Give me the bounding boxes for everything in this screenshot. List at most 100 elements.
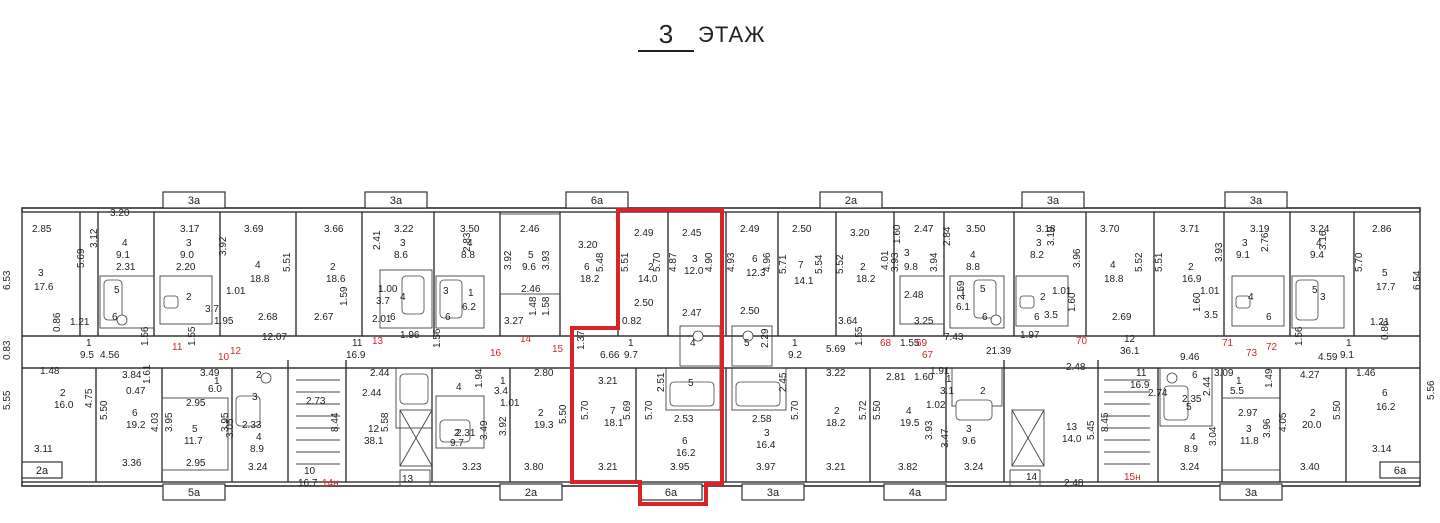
plan-label: 5.70 [790,400,801,420]
plan-label: 11.8 [1240,436,1259,447]
plan-label: 7.43 [944,332,964,343]
plan-label: 73 [1246,348,1258,359]
balcony-outline [565,191,629,209]
plan-label: 1.96 [400,330,420,341]
plan-label: 5 [1186,402,1192,413]
plan-label: 2.44 [362,388,382,399]
plan-label: 1.01 [226,286,246,297]
plan-label: 19.3 [534,420,554,431]
balcony: 2а [499,483,563,501]
plan-label: 3.82 [898,462,918,473]
plan-label: 2.01 [372,314,392,325]
plan-label: 4.75 [84,388,95,408]
plan-label: 4.01 [880,250,891,270]
balcony-label: 4а [909,487,922,499]
plan-label: 6 [445,312,451,323]
plan-label: 2.48 [1066,362,1086,373]
plan-label: 2.80 [534,368,554,379]
plan-label: 6.54 [1412,270,1423,290]
plan-label: 3.24 [1180,462,1200,473]
plan-label: 3 [400,238,406,249]
plan-label: 3.17 [180,224,200,235]
plan-label: 2 [1040,292,1046,303]
plan-label: 6 [1266,312,1272,323]
plan-label: 5.58 [380,412,391,432]
plan-label: 6 [1382,388,1388,399]
plan-label: 3.50 [460,224,480,235]
plan-label: 4 [906,406,912,417]
plan-label: 14 [520,334,532,345]
plan-label: 9.6 [522,262,536,273]
plan-label: 67 [922,350,934,361]
plan-label: 5.69 [826,344,846,355]
plan-label: 4 [456,382,462,393]
plan-label: 2 [860,262,866,273]
balcony-label: 2а [525,487,538,499]
plan-label: 3.1 [940,386,954,397]
plan-label: 14.1 [794,276,814,287]
plan-label: 2.20 [176,262,196,273]
plan-label: 9.6 [962,436,976,447]
plan-label: 3.19 [1046,226,1057,246]
plan-label: 3.20 [578,240,598,251]
plan-label: 3.5 [1044,310,1058,321]
plan-label: 3.93 [924,420,935,440]
plan-label: 5.52 [835,254,846,274]
plan-label: 2.51 [656,372,667,392]
plan-label: 2.50 [740,306,760,317]
plan-label: 5 [114,285,120,296]
plan-label: 5 [1382,268,1388,279]
plan-label: 16.0 [54,400,74,411]
plan-label: 8.2 [1030,250,1044,261]
plan-label: 8.45 [1100,412,1111,432]
plan-label: 12 [368,424,380,435]
plan-label: 1.60 [1192,292,1203,312]
plan-label: 3 [692,254,698,265]
plan-label: 14 [1026,472,1038,483]
balcony: 6а [639,483,703,501]
balcony-label: 3а [767,487,780,499]
plan-label: 3 [186,238,192,249]
plan-label: 3.93 [541,250,552,270]
plan-label: 3.20 [110,208,130,219]
plan-label: 4.93 [726,252,737,272]
balcony-outline [21,461,63,479]
plan-label: 13 [372,336,384,347]
plan-label: 1.02 [926,400,946,411]
plan-label: 18.1 [604,418,624,429]
balcony: 3а [1224,191,1288,209]
plan-label: 2.86 [1372,224,1392,235]
plan-label: 5 [192,424,198,435]
plan-label: 13 [1066,422,1078,433]
plan-label: 12 [230,346,242,357]
plan-label: 3.96 [1262,418,1273,438]
plan-label: 5.50 [1332,400,1343,420]
plan-label: 11.7 [184,436,203,447]
plan-label: 3.14 [1372,444,1392,455]
balcony: 6а [1379,461,1421,479]
plan-label: 2.53 [674,414,694,425]
plan-label: 4.87 [668,252,679,272]
balcony-label: 3а [1245,487,1258,499]
plan-label: 20.0 [1302,420,1322,431]
plan-label: 1 [792,338,798,349]
plan-label: 6.2 [462,302,476,313]
balcony-label: 5а [188,487,201,499]
plan-label: 2.35 [1182,394,1202,405]
plan-label: 8.6 [394,250,408,261]
plan-label: 6 [1192,370,1198,381]
plan-label: 2.46 [520,224,540,235]
plan-label: 1.21 [1370,317,1390,328]
plan-label: 3.95 [220,412,231,432]
plan-label: 2 [454,428,460,439]
plan-label: 5.51 [282,252,293,272]
plan-label: 2.31 [456,428,476,439]
plan-label: 9.7 [450,438,464,449]
plan-label: 3.27 [504,316,524,327]
balcony-outline [162,191,226,209]
plan-label: 2.47 [914,224,934,235]
plan-label: 18.2 [856,274,876,285]
balcony: 2а [819,191,883,209]
plan-label: 3.21 [598,462,618,473]
plan-label: 2.49 [740,224,760,235]
